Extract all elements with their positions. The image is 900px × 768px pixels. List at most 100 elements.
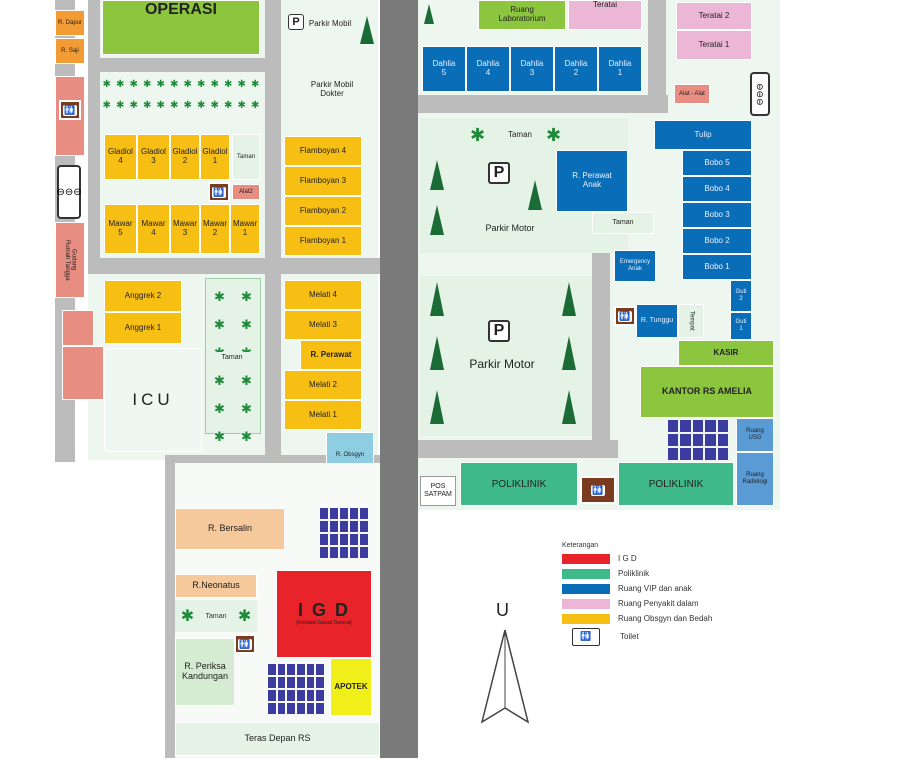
north-arrow-icon: [480, 629, 530, 724]
label-taman-top: Taman: [507, 129, 532, 139]
legend-item: Ruang Penyakit dalam: [562, 596, 762, 611]
lift-icon: ⊖⊖⊖: [56, 165, 82, 219]
tree-icon: ✱: [470, 125, 486, 145]
room-bobo-1: Bobo 1: [682, 254, 752, 280]
room-dahlia-1: Dahlia 1: [598, 46, 642, 92]
room-ruang-laboratorium: Ruang Laboratorium: [478, 0, 566, 30]
legend-item: Ruang Obsgyn dan Bedah: [562, 611, 762, 626]
room-guti-2: Guti 2: [730, 280, 752, 312]
legend-item: 🚻Toilet: [562, 627, 762, 646]
room-gladiol-1: Gladiol 1: [200, 134, 230, 180]
room-r-neonatus: R.Neonatus: [175, 574, 257, 598]
room-mawar-4: Mawar 4: [137, 204, 170, 254]
label-taman-bottom: Taman: [205, 612, 227, 620]
room-flamboyan-3: Flamboyan 3: [284, 166, 362, 196]
room-poliklinik-1: POLIKLINIK: [460, 462, 578, 506]
room-anggrek-2: Anggrek 2: [104, 280, 182, 312]
waiting-seats: [320, 508, 368, 558]
room-gudang: Gudang Rumah Tangga: [55, 222, 85, 298]
room-tulip: Tulip: [654, 120, 752, 150]
tree-icon: [430, 390, 444, 424]
label-taman-small-east: Taman: [592, 212, 654, 234]
label-teras-depan: Teras Depan RS: [175, 722, 380, 756]
room-west-lower-1: [62, 310, 94, 346]
room-west-lower-2: [62, 346, 104, 400]
legend-swatch: [562, 598, 610, 609]
road-east-middle: [592, 230, 610, 445]
legend-swatch: [562, 553, 610, 564]
toilet-icon: 🚻: [208, 182, 230, 202]
room-teratai-1: Teratai 1: [676, 30, 752, 60]
room-melati-4: Melati 4: [284, 280, 362, 310]
room-mawar-5: Mawar 5: [104, 204, 137, 254]
room-bobo-5: Bobo 5: [682, 150, 752, 176]
road-west-inner: [88, 0, 100, 272]
legend-item: Poliklinik: [562, 566, 762, 581]
label-tempat: Tempat: [678, 304, 704, 338]
legend-item: I G D: [562, 551, 762, 566]
room-flamboyan-1: Flamboyan 1: [284, 226, 362, 256]
room-igd: I G D (Instalasi Gawat Darurat): [276, 570, 372, 658]
toilet-icon: 🚻: [614, 306, 636, 326]
room-bobo-2: Bobo 2: [682, 228, 752, 254]
room-flamboyan-2: Flamboyan 2: [284, 196, 362, 226]
room-r-tunggu: R. Tunggu: [636, 304, 678, 338]
legend-swatch: [562, 613, 610, 624]
room-emergency-anak: Emergency Anak: [614, 250, 656, 282]
room-r-perawat: R. Perawat: [300, 340, 362, 370]
legend-label: Ruang VIP dan anak: [618, 584, 692, 593]
compass-label: U: [496, 600, 509, 620]
garden-trees-row: ✱✱✱✱✱✱✱✱✱✱✱✱ ✱✱✱✱✱✱✱✱✱✱✱✱: [102, 79, 260, 111]
room-kantor-rs-amelia: KANTOR RS AMELIA: [640, 366, 774, 418]
room-melati-3: Melati 3: [284, 310, 362, 340]
room-kasir: KASIR: [678, 340, 774, 366]
road-vertical-left: [265, 0, 281, 460]
igd-title: I G D: [297, 600, 350, 621]
road-west-south: [165, 455, 175, 758]
room-mawar-2: Mawar 2: [200, 204, 230, 254]
legend-item: Ruang VIP dan anak: [562, 581, 762, 596]
road-south: [170, 455, 380, 463]
room-dahlia-3: Dahlia 3: [510, 46, 554, 92]
room-taman-small: Taman: [232, 134, 260, 180]
room-alat: Alat2: [232, 184, 260, 200]
label-parkir-motor-top: Parkir Motor: [485, 223, 535, 234]
room-bobo-4: Bobo 4: [682, 176, 752, 202]
toilet-icon: 🚻: [59, 100, 81, 120]
room-teratai-2: Teratai 2: [676, 2, 752, 30]
legend-swatch: [562, 568, 610, 579]
legend-swatch: [562, 583, 610, 594]
room-r-periksa-kandungan: R. Periksa Kandungan: [175, 638, 235, 706]
legend-title: Keterangan: [562, 542, 599, 549]
legend-label: I G D: [618, 554, 637, 563]
garden-taman-bottom: ✱Taman✱: [175, 600, 257, 632]
road-east-lower: [418, 440, 618, 458]
pos-satpam: POS SATPAM: [420, 476, 456, 506]
waiting-seats: [268, 664, 324, 714]
tree-icon: [562, 390, 576, 424]
legend: Keterangan I G D Poliklinik Ruang VIP da…: [562, 542, 762, 646]
lift-icon: ⊖⊖⊖: [750, 72, 770, 116]
label-parkir-mobil: Parkir Mobil: [308, 18, 352, 28]
road-upper-horizontal: [88, 58, 268, 72]
room-mawar-1: Mawar 1: [230, 204, 260, 254]
room-bobo-3: Bobo 3: [682, 202, 752, 228]
toilet-icon: 🚻: [234, 634, 256, 654]
tree-icon: [430, 282, 444, 316]
label-parkir-motor: Parkir Motor: [469, 357, 535, 372]
room-ruang-radiologi: Ruang Radiologi: [736, 452, 774, 506]
main-road: [380, 0, 418, 758]
room-operasi: OPERASI: [102, 0, 260, 55]
tree-icon: [562, 336, 576, 370]
room-dahlia-4: Dahlia 4: [466, 46, 510, 92]
room-apotek: APOTEK: [330, 658, 372, 716]
room-mawar-3: Mawar 3: [170, 204, 200, 254]
tree-icon: [430, 336, 444, 370]
tree-icon: [430, 160, 444, 190]
room-dahlia-2: Dahlia 2: [554, 46, 598, 92]
tree-icon: [562, 282, 576, 316]
room-saji: R. Saji: [55, 38, 85, 64]
room-alat-alat: Alat - Alat: [674, 84, 710, 104]
road-east-vertical: [648, 0, 666, 112]
room-dahlia-5: Dahlia 5: [422, 46, 466, 92]
